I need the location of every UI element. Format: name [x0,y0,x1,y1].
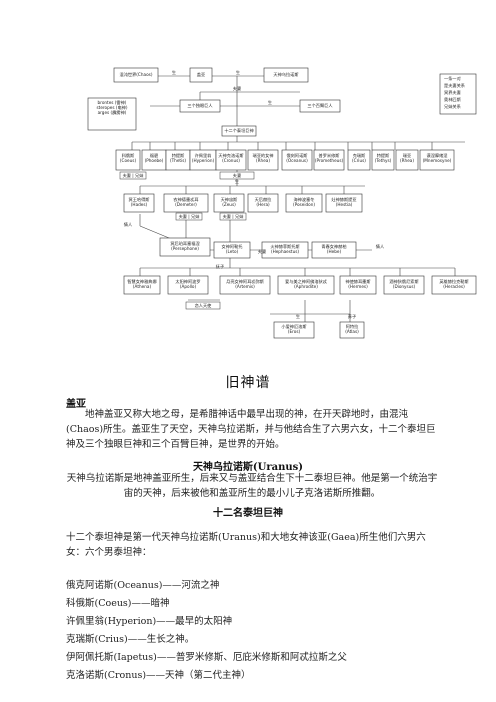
tree-node-heracles: 英雄赫拉克勒斯(Heracles) [439,278,469,289]
tree-node-poseidon: 海神波塞冬(Poseidon) [293,196,315,207]
list-item: 俄克阿诺斯(Oceanus)——河流之神 [66,580,220,591]
relation-label: 养子 [348,313,356,320]
tree-connectors [131,75,465,322]
tree-node-hades: 冥王哈得斯(Hades) [129,196,151,207]
relation-label: 夫妻 [233,85,241,92]
section-gaea-title: 盖亚 [66,399,86,410]
tree-node-t_prometheus: 普罗米修斯(Prometheus) [315,152,344,163]
tree-legend: 一条一对是夫妻关系冥界夫妻奥林匹斯兄妹关系 [444,75,465,110]
tree-node-hephaestus: 火神赫菲斯托斯(Hephaestus) [270,243,300,254]
list-item: 克瑞斯(Crius)——生长之神。 [66,634,195,645]
tree-node-dionysus: 酒神狄俄尼索斯(Dionysus) [389,278,419,289]
relation-label: 夫妻 | 兄妹 [179,213,201,220]
tree-node-t_rhea: 瑞亚的女神(Rhea) [253,152,274,163]
tree-node-t_cronus: 天神克洛诺斯(Cronus) [218,152,244,163]
section-titans-text: 十二个泰坦神是第一代天神乌拉诺斯(Uranus)和大地女神该亚(Gaea)所生他… [66,532,426,558]
tree-node-hera: 天后赫拉(Hera) [255,196,273,207]
list-item: 伊阿佩托斯(Iapetus)——普罗米修斯、厄庇米修斯和阿忒拉斯之父 [66,652,347,663]
tree-node-t_iapetus: 瑞亚(Rhea) [400,152,414,163]
relation-tags [119,171,255,310]
relation-label: 夫妻 | 兄妹 [223,213,245,220]
relation-label: 生 [235,178,239,184]
tree-node-t_phoebe: 福碧(Phoebe) [145,152,164,163]
tree-node-t_crius: 克瑞斯(Crius) [352,152,366,163]
tree-node-chaos: 混沌世界(Chaos) [120,71,153,78]
list-item: 科俄斯(Coeus)——暗神 [66,598,170,609]
relation-label: 生 [296,313,300,319]
tree-node-cyclopes: brontes (雷神)steropes (电神)arges (霹雳神) [97,99,128,116]
tree-labels: 混沌世界(Chaos) 盖亚 天神乌拉诺斯 brontes (雷神)steropes … [97,69,470,334]
tree-node-t_coeus: 科俄斯(Coeus) [120,152,137,163]
relation-label: 夫妻 [258,248,266,255]
tree-boxes [87,67,477,339]
tree-node-hundred: 三个百臂巨人 [307,102,333,109]
relation-label: 生 [236,69,240,75]
tree-node-hestia: 灶神赫斯提亚(Hestia) [331,196,356,207]
section-uranus-title: 天神乌拉诺斯(Uranus) [192,462,304,473]
section-uranus-text: 天神乌拉诺斯是地神盖亚所生，后来又与盖亚结合生下十二泰坦巨神。他是第一个统治宇宙… [66,473,438,499]
relation-label: 恋人天使 [195,302,213,309]
tree-node-aphrodite: 爱与美之神阿佛洛狄忒(Aphrodite) [285,278,328,289]
tree-node-eros: 小爱神厄洛斯(Eros) [281,323,307,334]
main-title: 旧神谱 [225,375,271,391]
relation-label: 夫妻 [233,172,241,179]
list-item: 许佩里翁(Hyperion)——最早的太阳神 [66,616,233,627]
relation-label: 生 [268,99,272,105]
relation-label: 抚子 [216,263,224,270]
section-titans-title: 十二名泰坦巨神 [213,508,283,519]
tree-node-hermes: 神使赫耳墨斯(Hermes) [345,278,371,289]
tree-node-persephone: 冥后珀耳塞福涅(Persephone) [170,240,199,251]
tree-node-gaea: 盖亚 [197,71,205,77]
tree-node-hebe: 青春女神赫柏(Hebe) [321,243,346,254]
tree-node-zeus: 天神宙斯(Zeus) [221,196,239,207]
tree-node-t_oceanus: 俄刻阿诺斯(Oceanus) [286,152,308,163]
tree-node-t_mnemosyne: 谟涅摩绪涅(Mnemosyne) [423,152,452,163]
tree-node-apollo: 太阳神阿波罗(Apollo) [175,278,200,289]
tree-node-uranus: 天神乌拉诺斯 [273,71,299,78]
list-item: 克洛诺斯(Cronus)——天神（第二代主神） [66,670,251,681]
tree-node-t_hyperion: 许佩里翁(Hyperion) [192,152,215,163]
relation-label: 情人 [124,221,133,228]
tree-node-athena: 智慧女神雅典娜(Athena) [127,278,156,289]
relation-label: 夫妻 | 兄妹 [123,172,145,179]
tree-node-titans12: 十二个泰坦巨神 [224,127,253,134]
tree-node-t_tethys: 特提斯(Tethys) [375,152,392,163]
tree-node-leto: 女神阿勒托(Leto) [222,243,243,254]
relation-label: 情人 [376,243,385,250]
tree-node-atlas: 阿特拉(Atlas) [345,323,359,334]
tree-node-cyclops3: 三个独眼巨人 [187,102,213,109]
tree-node-demeter: 农神德墨忒耳(Demeter) [173,196,198,207]
family-tree-diagram: 混沌世界(Chaos) 盖亚 天神乌拉诺斯 brontes (雷神)steropes … [87,67,477,339]
tree-node-t_theia: 特提斯(Thetis) [170,152,186,163]
section-gaea-text: 地神盖亚又称大地之母，是希腊神话中最早出现的神，在开天辟地时，由混沌(Chaos… [66,409,436,450]
tree-node-artemis: 月亮女神阿耳忒弥斯(Artemis) [226,278,265,289]
relation-label: 生 [172,69,176,75]
